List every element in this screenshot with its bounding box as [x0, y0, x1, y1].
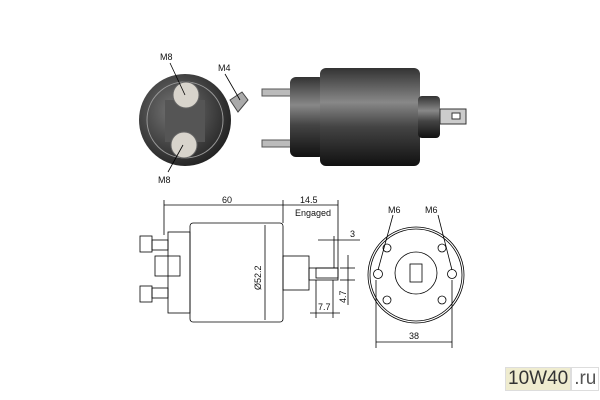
front-technical-drawing — [367, 214, 465, 348]
label-m8-bottom: M8 — [158, 175, 171, 185]
label-m6-right: M6 — [425, 205, 438, 215]
dim-diameter: Ø52.2 — [253, 265, 263, 290]
end-view-photo: M8 M4 M8 — [139, 52, 249, 185]
dim-length: 60 — [222, 195, 232, 205]
side-technical-drawing — [139, 200, 360, 323]
dim-stroke: 14.5 — [300, 195, 318, 205]
dim-stroke-note: Engaged — [295, 208, 331, 218]
side-view-photo — [261, 68, 467, 166]
dim-slot-height: 4.7 — [338, 290, 348, 303]
watermark-main: 10W40 — [505, 367, 572, 391]
watermark-suffix: .ru — [571, 367, 600, 391]
dim-slot-width: 3 — [350, 229, 355, 239]
label-m6-left: M6 — [388, 205, 401, 215]
dim-slot-depth: 7.7 — [318, 302, 331, 312]
dim-mount-spacing: 38 — [409, 331, 419, 341]
label-m8-top: M8 — [160, 52, 173, 62]
watermark-logo: 10W40.ru — [505, 367, 600, 391]
label-m4: M4 — [218, 63, 231, 73]
